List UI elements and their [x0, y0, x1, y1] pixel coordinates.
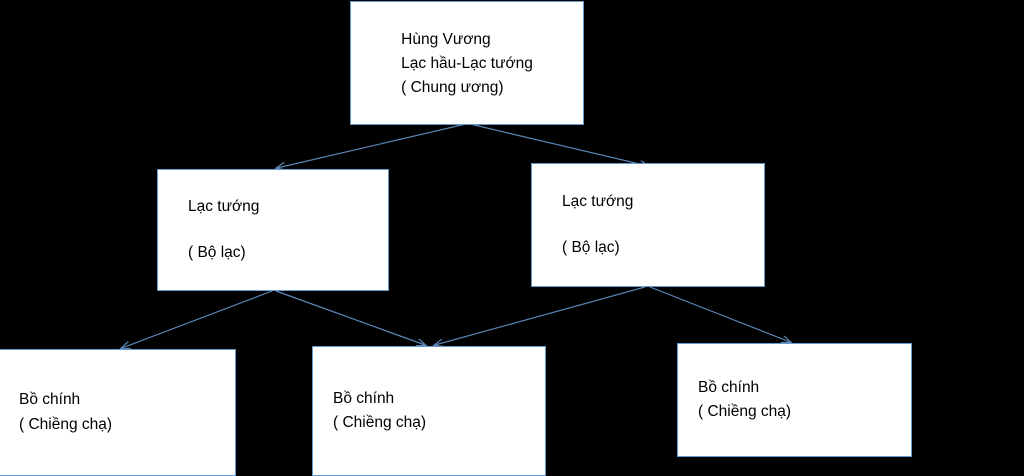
- node-line: Bồ chính: [333, 389, 395, 407]
- spacer: [188, 219, 388, 241]
- node-line: Lạc tướng: [562, 192, 634, 210]
- node-bo-chinh-3: Bồ chính ( Chiềng chạ): [677, 343, 912, 457]
- node-line: Lạc tướng: [188, 197, 260, 215]
- node-line: ( Chiềng chạ): [698, 403, 792, 420]
- node-bo-chinh-2: Bồ chính ( Chiềng chạ): [312, 346, 546, 476]
- spacer: [562, 214, 764, 236]
- node-line: Lạc hầu-Lạc tướng: [401, 54, 533, 72]
- node-line: ( Bộ lạc): [562, 239, 620, 256]
- node-line: Hùng Vương: [401, 30, 491, 48]
- node-line: Bồ chính: [19, 391, 81, 409]
- node-line: ( Chiềng chạ): [19, 415, 113, 433]
- node-hung-vuong: Hùng Vương Lạc hầu-Lạc tướng ( Chung ươn…: [350, 1, 584, 125]
- node-line: ( Chung ương): [401, 79, 504, 96]
- node-line: ( Bộ lạc): [188, 244, 246, 261]
- node-lac-tuong-right: Lạc tướng ( Bộ lạc): [531, 163, 765, 287]
- node-lac-tuong-left: Lạc tướng ( Bộ lạc): [157, 169, 389, 291]
- node-line: ( Chiềng chạ): [333, 414, 427, 431]
- node-bo-chinh-1: Bồ chính ( Chiềng chạ): [0, 349, 236, 476]
- node-line: Bồ chính: [698, 378, 760, 396]
